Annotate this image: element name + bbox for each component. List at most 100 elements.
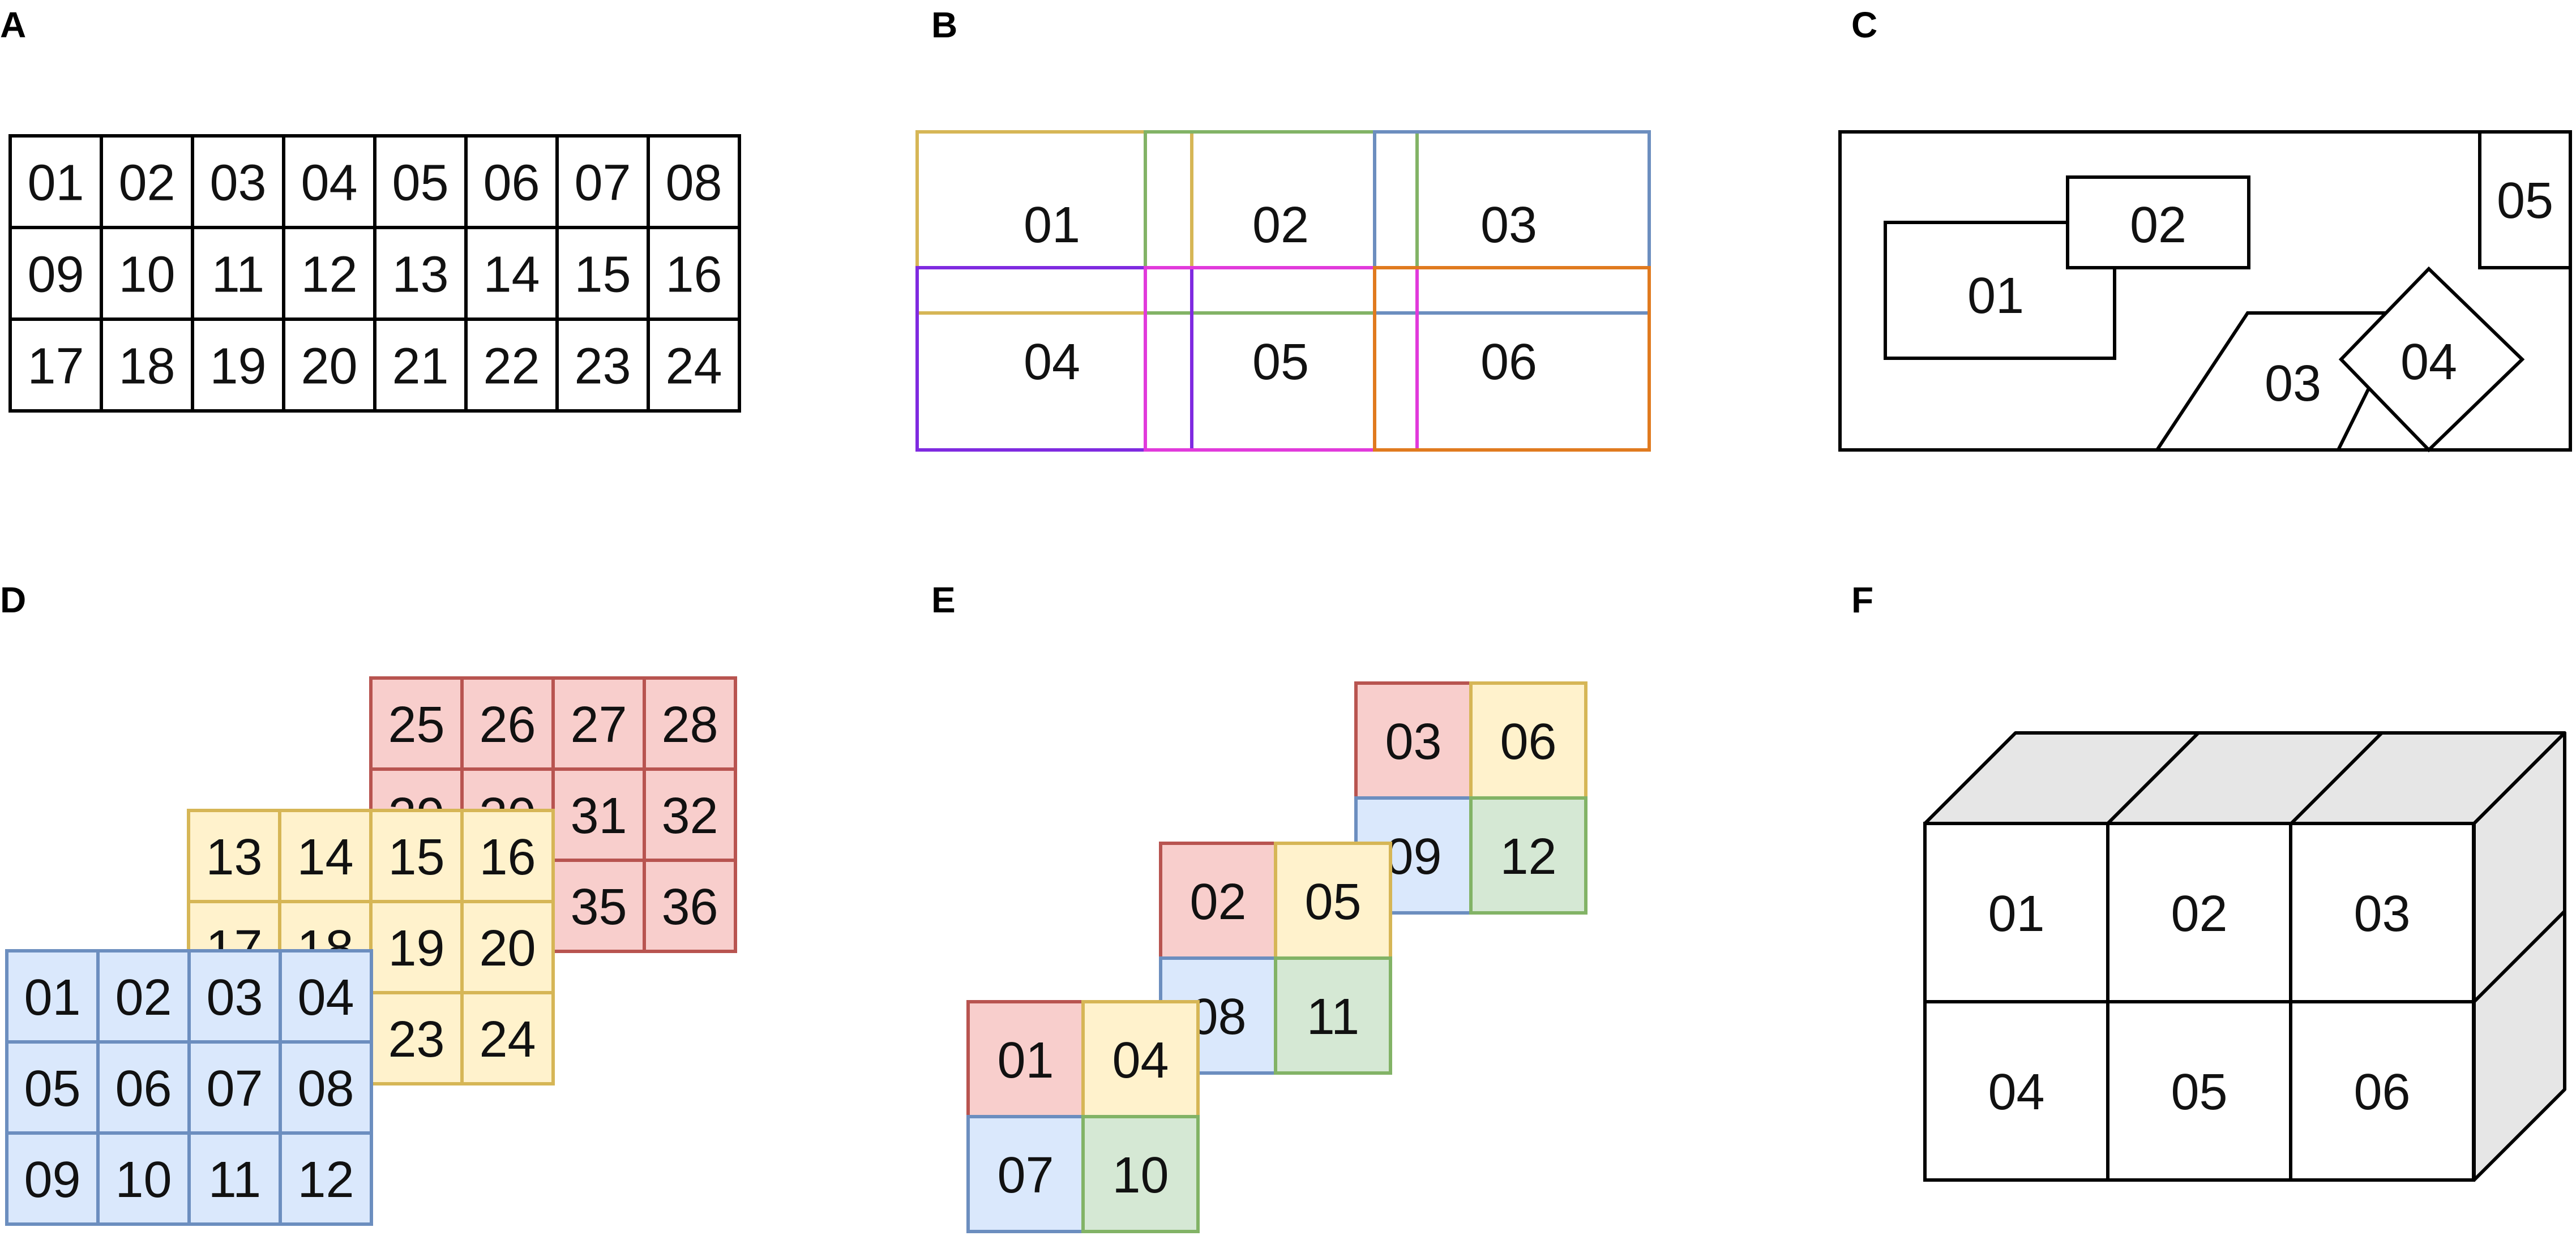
a-cell-24-box (647, 317, 741, 413)
a-cell-22: 22 (464, 317, 559, 413)
d-cell-32: 32 (643, 767, 737, 862)
d-cell-12-box (279, 1131, 373, 1226)
f-top-face (1923, 731, 2566, 825)
panel-label-d: D (0, 580, 26, 620)
f-cell-04-box (1923, 1000, 2109, 1182)
c-shape-03 (2154, 311, 2409, 452)
e-cell-02-label: 02 (1189, 874, 1246, 930)
d-cell-27: 27 (551, 676, 646, 771)
d-cell-15: 15 (369, 809, 464, 903)
f-cell-02-box (2106, 822, 2292, 1003)
a-cell-08-box (647, 134, 741, 229)
d-cell-04: 04 (279, 949, 373, 1044)
a-cell-15-label: 15 (574, 246, 631, 303)
d-cell-02-label: 02 (115, 969, 172, 1026)
a-cell-06: 06 (464, 134, 559, 229)
a-cell-17-label: 17 (27, 338, 84, 394)
d-cell-13: 13 (187, 809, 281, 903)
panel-c: C 01 02 03 04 05 (1838, 5, 2572, 453)
e-cell-01-box (966, 1000, 1085, 1118)
d-cell-11: 11 (187, 1131, 282, 1226)
d-cell-32-label: 32 (661, 788, 718, 844)
panel-label-c: C (1851, 5, 1877, 45)
d-cell-28-box (643, 676, 737, 771)
panel-b-rects (915, 130, 1651, 452)
d-cell-09: 09 (5, 1131, 100, 1226)
a-cell-13: 13 (373, 226, 468, 321)
panel-label-a: A (0, 5, 26, 45)
d-cell-08-box (279, 1040, 373, 1135)
f-cell-06: 06 (2289, 1000, 2475, 1182)
e-cell-12: 12 (1469, 796, 1587, 915)
a-cell-02-label: 02 (118, 155, 175, 211)
e-cell-04: 04 (1081, 1000, 1200, 1118)
b-label-03: 03 (1480, 197, 1537, 254)
d-cell-10-label: 10 (115, 1152, 172, 1208)
d-cell-04-box (279, 949, 373, 1044)
panel-label-f: F (1851, 580, 1873, 620)
f-cell-04-label: 04 (1988, 1064, 2044, 1121)
a-cell-17-box (8, 317, 103, 413)
f-cell-01-label: 01 (1988, 886, 2044, 942)
a-cell-14-label: 14 (483, 246, 540, 303)
d-cell-03-label: 03 (206, 969, 263, 1026)
a-cell-09: 09 (8, 226, 103, 321)
e-cell-11: 11 (1274, 956, 1392, 1075)
e-cell-10-box (1081, 1115, 1200, 1233)
e-cell-07: 07 (966, 1115, 1085, 1233)
d-cell-14: 14 (278, 809, 373, 903)
a-cell-12-box (282, 226, 376, 321)
d-cell-02-box (96, 949, 191, 1044)
d-cell-06: 06 (96, 1040, 191, 1135)
c-shape-04 (2338, 266, 2525, 453)
a-cell-07-label: 07 (574, 155, 631, 211)
d-cell-19-label: 19 (388, 920, 444, 977)
b-label-06: 06 (1480, 334, 1537, 391)
d-cell-06-label: 06 (115, 1061, 172, 1117)
d-cell-36-label: 36 (661, 879, 718, 936)
d-cell-19-box (369, 900, 464, 994)
c-label-01: 01 (1967, 268, 2024, 324)
e-cell-06-label: 06 (1500, 714, 1556, 770)
e-cell-04-box (1081, 1000, 1200, 1118)
a-cell-04: 04 (282, 134, 376, 229)
d-cell-32-box (643, 767, 737, 862)
e-cell-10-label: 10 (1112, 1147, 1169, 1204)
d-cell-05-label: 05 (24, 1061, 80, 1117)
a-cell-23-box (555, 317, 650, 413)
d-cell-24: 24 (460, 991, 555, 1085)
panel-b: B 01 02 03 04 05 06 (915, 5, 1651, 452)
d-cell-07-label: 07 (206, 1061, 263, 1117)
d-cell-09-label: 09 (24, 1152, 80, 1208)
a-cell-02: 02 (100, 134, 194, 229)
d-cell-10: 10 (96, 1131, 191, 1226)
f-cell-05-label: 05 (2171, 1064, 2227, 1121)
d-cell-02: 02 (96, 949, 191, 1044)
b-label-04: 04 (1024, 334, 1080, 391)
a-cell-01-box (8, 134, 103, 229)
d-cell-26-label: 26 (479, 697, 536, 753)
c-shape-05 (2478, 130, 2572, 269)
d-cell-07: 07 (187, 1040, 282, 1135)
c-label-05: 05 (2497, 173, 2553, 229)
a-cell-12: 12 (282, 226, 376, 321)
d-cell-19: 19 (369, 900, 464, 994)
f-cell-04: 04 (1923, 1000, 2109, 1182)
panel-d-layers: 2526272829303132333435361314151617181920… (5, 676, 737, 1226)
a-cell-24: 24 (647, 317, 741, 413)
e-cell-05-label: 05 (1304, 874, 1361, 930)
a-cell-21-label: 21 (392, 338, 448, 394)
d-cell-05-box (5, 1040, 100, 1135)
a-cell-06-box (464, 134, 559, 229)
d-cell-27-label: 27 (570, 697, 627, 753)
d-cell-23-label: 23 (388, 1011, 444, 1068)
f-cell-02: 02 (2106, 822, 2292, 1003)
f-cell-05: 05 (2106, 1000, 2292, 1182)
a-cell-21-box (373, 317, 468, 413)
f-cell-06-label: 06 (2354, 1064, 2410, 1121)
